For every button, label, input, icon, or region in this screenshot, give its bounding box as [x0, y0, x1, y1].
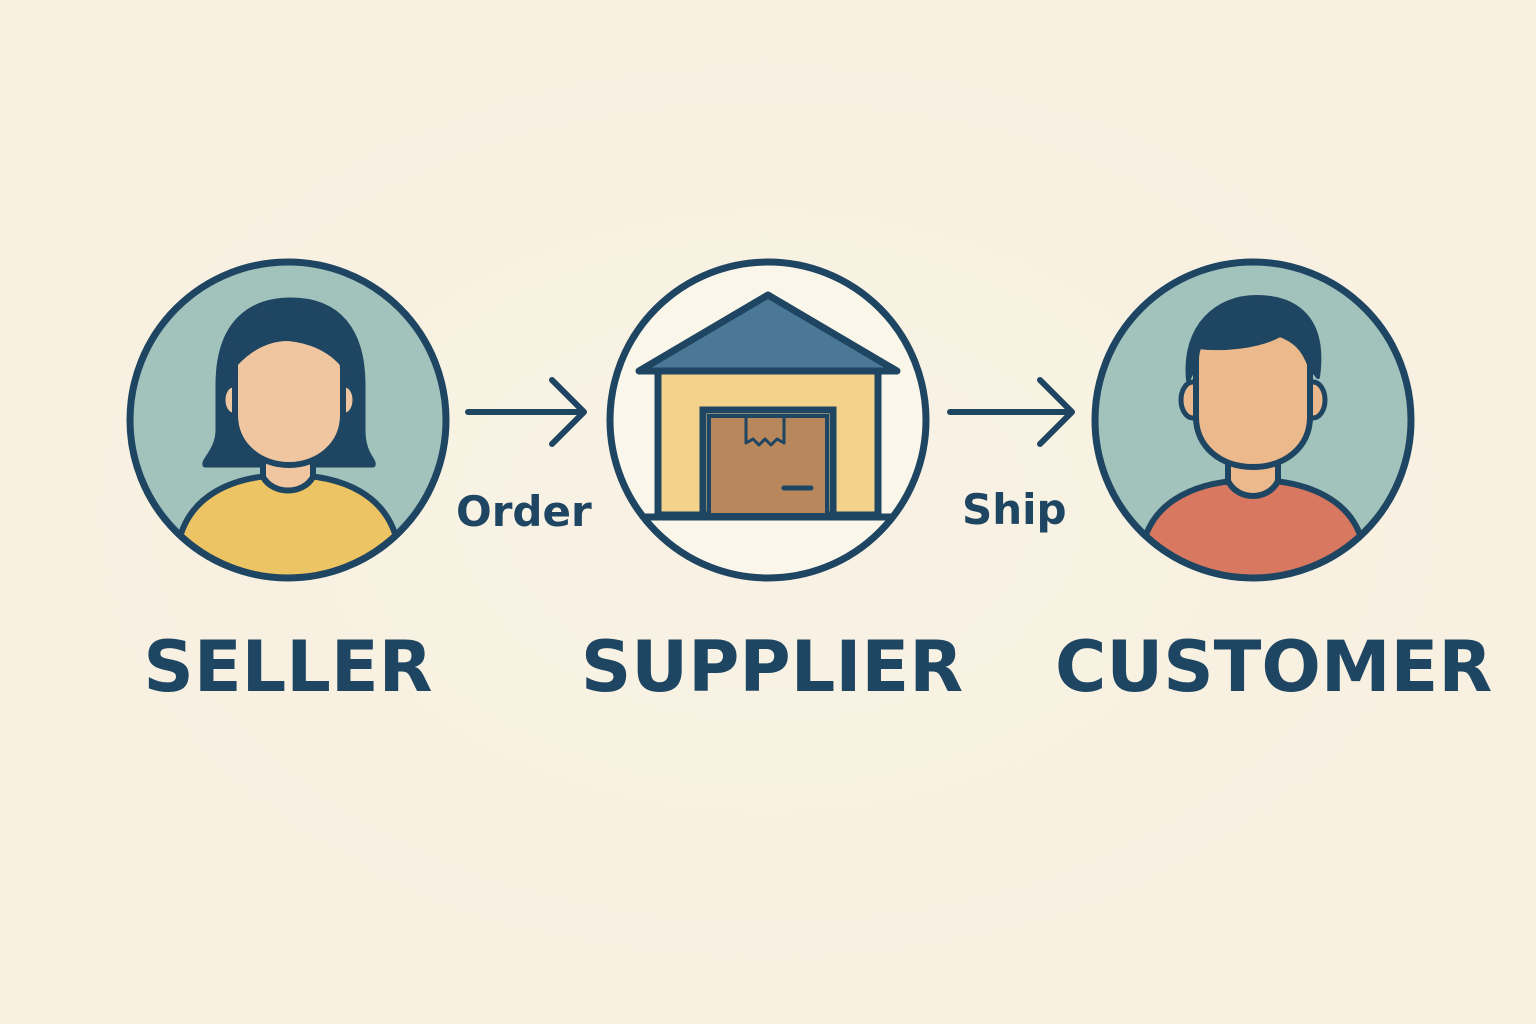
customer-node — [1088, 255, 1418, 585]
order-edge-label: Order — [456, 487, 592, 536]
ship-arrow-icon — [940, 372, 1090, 452]
seller-node — [123, 255, 453, 585]
customer-label: CUSTOMER — [1055, 626, 1493, 708]
seller-label: SELLER — [143, 626, 433, 708]
order-arrow-icon — [458, 372, 608, 452]
supplier-node — [603, 255, 933, 585]
warehouse-icon — [606, 258, 930, 582]
female-person-icon — [126, 258, 450, 582]
male-person-icon — [1091, 258, 1415, 582]
ship-edge-label: Ship — [962, 485, 1067, 534]
supplier-label: SUPPLIER — [580, 626, 964, 708]
